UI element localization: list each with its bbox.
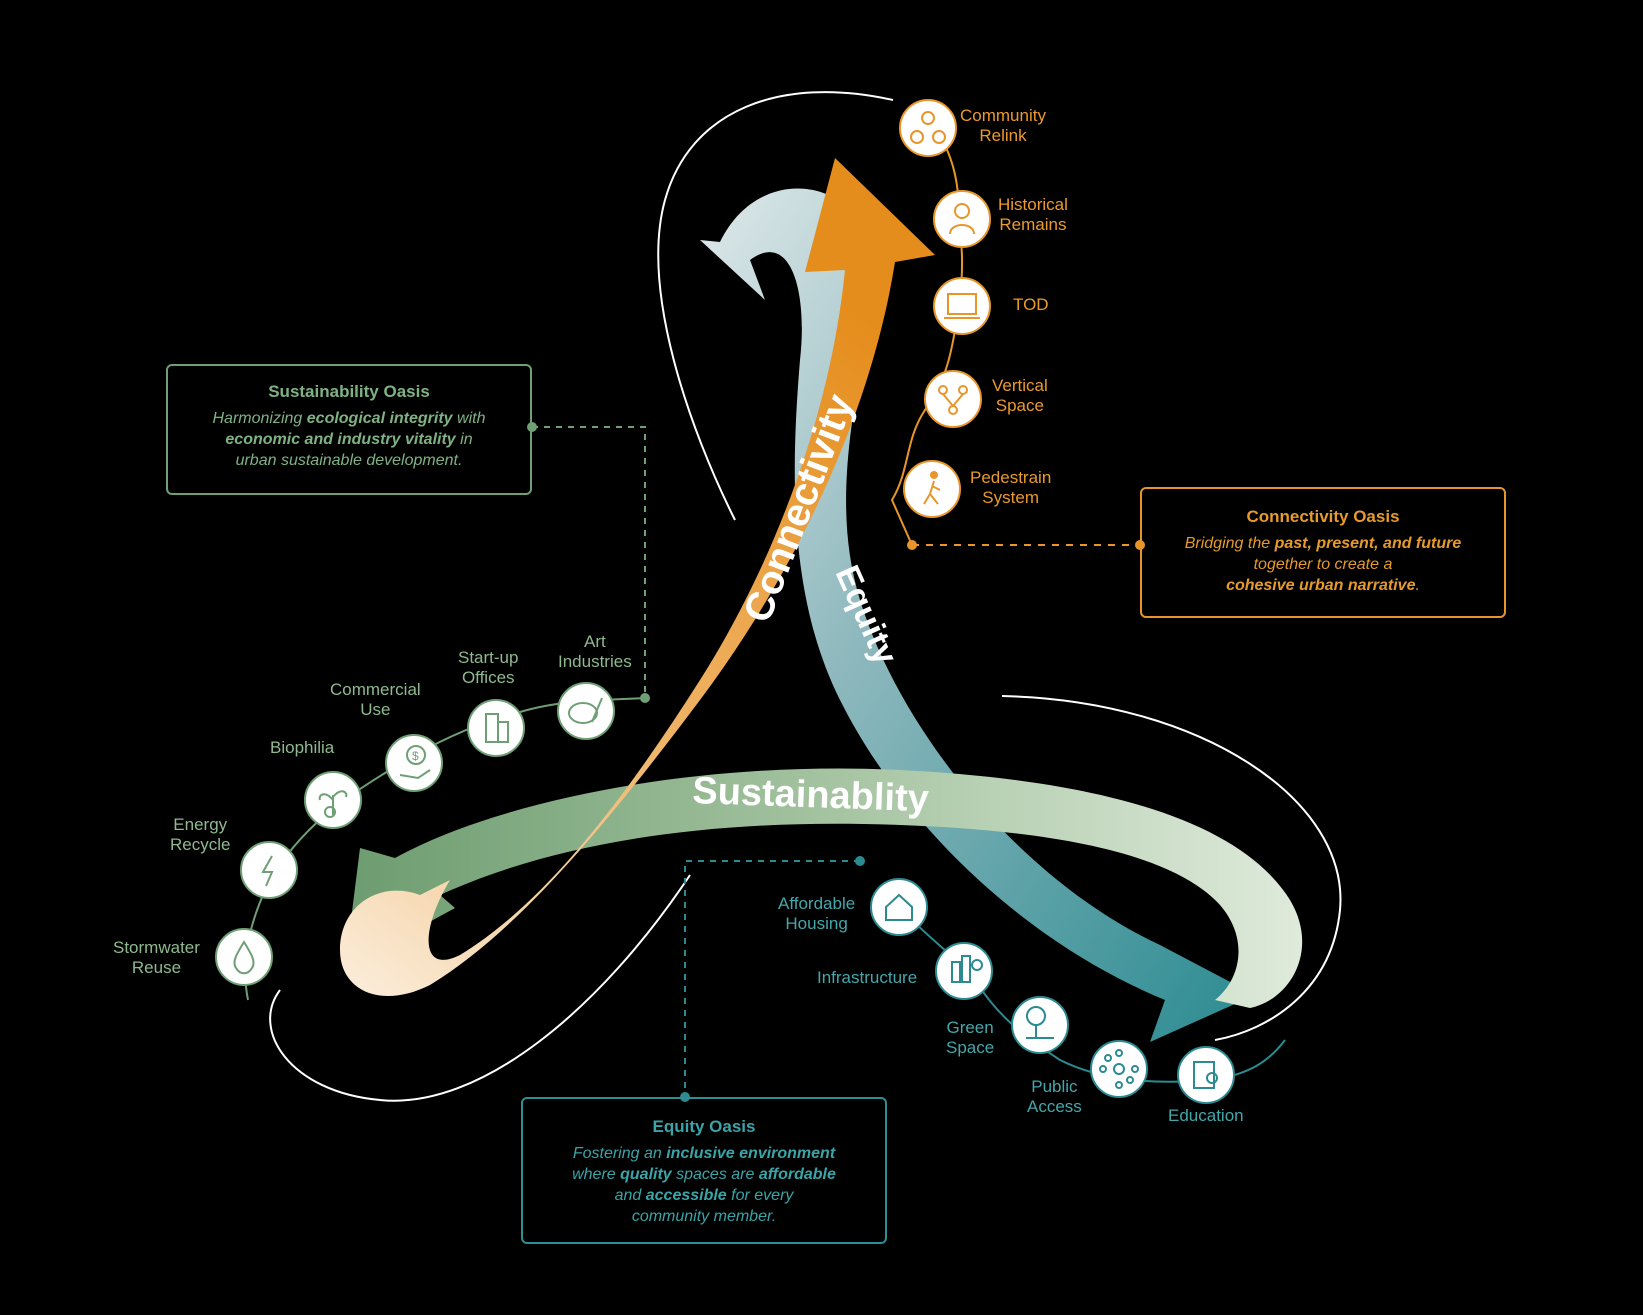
sustainability-ribbon-label: Sustainablity bbox=[692, 770, 930, 820]
sustainability-oasis-title: Sustainability Oasis bbox=[268, 382, 430, 401]
infrastructure-icon bbox=[935, 942, 993, 1000]
connectivity-oasis-title: Connectivity Oasis bbox=[1246, 507, 1400, 526]
equity-oasis-box: Equity Oasis Fostering an inclusive envi… bbox=[521, 1097, 887, 1244]
energy-icon bbox=[240, 841, 298, 899]
water-drop-icon bbox=[215, 928, 273, 986]
outer-guide-line-right bbox=[1001, 695, 1342, 1041]
pedestrian-icon bbox=[903, 460, 961, 518]
outer-guide-line-top bbox=[657, 91, 894, 521]
historical-figure-icon bbox=[933, 190, 991, 248]
equity-oasis-text: Fostering an inclusive environment where… bbox=[572, 1145, 836, 1225]
connectivity-leader-dot bbox=[907, 540, 917, 550]
office-building-icon bbox=[467, 699, 525, 757]
palette-icon bbox=[557, 682, 615, 740]
community-icon bbox=[899, 99, 957, 157]
equity-item-label: Infrastructure bbox=[817, 968, 918, 987]
connectivity-ribbon bbox=[340, 158, 935, 997]
tree-icon bbox=[1011, 996, 1069, 1054]
svg-text:$: $ bbox=[412, 749, 419, 763]
sustainability-leader-dot bbox=[527, 422, 537, 432]
transit-icon bbox=[933, 277, 991, 335]
sustainability-oasis-box: Sustainability Oasis Harmonizing ecologi… bbox=[166, 364, 532, 495]
equity-oasis-title: Equity Oasis bbox=[652, 1117, 756, 1136]
network-icon bbox=[1090, 1040, 1148, 1098]
sustainability-oasis-text: Harmonizing ecological integrity with ec… bbox=[212, 410, 486, 469]
vertical-space-icon bbox=[924, 370, 982, 428]
sustainability-item-label: Biophilia bbox=[270, 738, 335, 757]
sustainability-leader-end bbox=[640, 693, 650, 703]
book-icon bbox=[1177, 1046, 1235, 1104]
connectivity-item-label: TOD bbox=[1013, 295, 1049, 314]
connectivity-oasis-box: Connectivity Oasis Bridging the past, pr… bbox=[1140, 487, 1506, 618]
house-hands-icon bbox=[870, 878, 928, 936]
equity-item-label: Education bbox=[1168, 1106, 1244, 1125]
money-hand-icon: $ bbox=[385, 734, 443, 792]
sustainability-leader bbox=[532, 426, 646, 698]
outer-guide-line-left bbox=[269, 874, 691, 1102]
connectivity-oasis-text: Bridging the past, present, and future t… bbox=[1184, 535, 1462, 594]
sustainability-ribbon bbox=[345, 768, 1303, 1008]
sprout-icon bbox=[304, 771, 362, 829]
equity-leader-dot bbox=[855, 856, 865, 866]
